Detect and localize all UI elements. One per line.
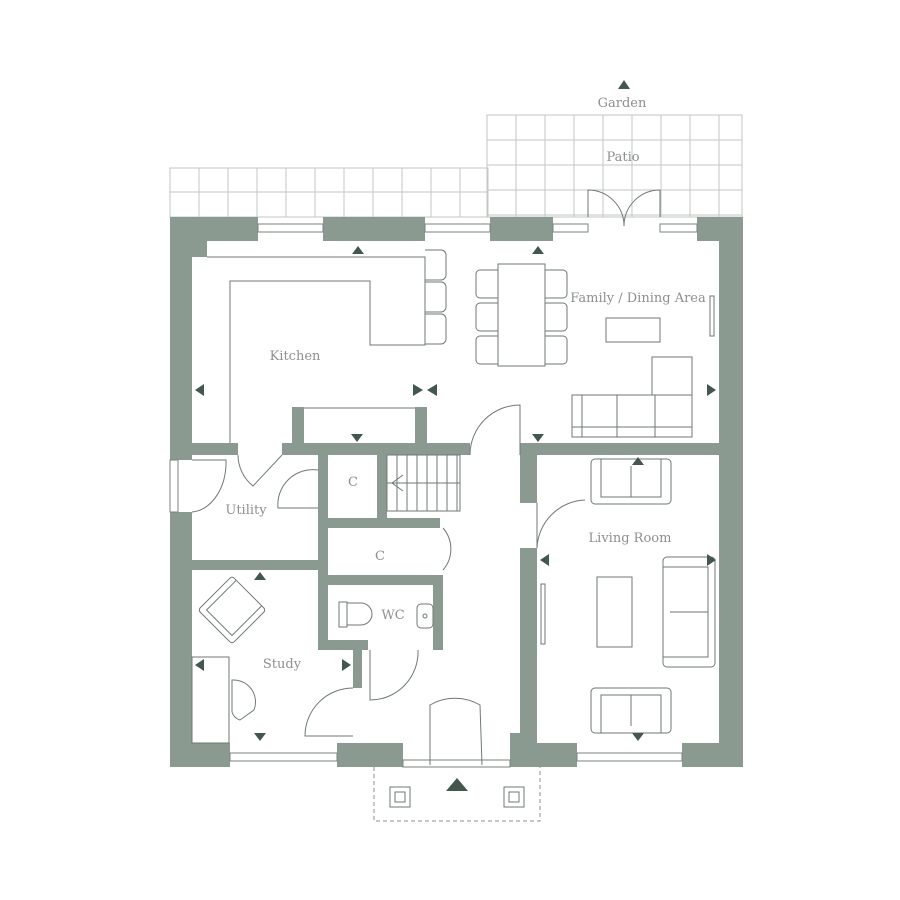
living-sofa-top	[590, 458, 672, 505]
entrance-arrow-icon	[446, 778, 468, 791]
arrow-icon	[254, 733, 266, 741]
windows	[169, 223, 698, 768]
arrow-icon	[632, 457, 644, 465]
furniture	[191, 249, 716, 744]
tv	[709, 295, 715, 337]
arrow-icon	[532, 246, 544, 254]
doors	[191, 189, 661, 766]
label-wc: WC	[381, 608, 404, 623]
coffee-table	[605, 317, 661, 343]
label-living-room: Living Room	[589, 531, 672, 546]
label-study: Study	[263, 657, 302, 672]
label-cupboard-1: C	[348, 475, 358, 490]
living-sofa-right	[662, 556, 716, 668]
double-arrow-icon	[413, 384, 437, 396]
arrow-icon	[532, 434, 544, 442]
toilet	[338, 601, 373, 628]
living-tv	[540, 583, 546, 645]
staircase	[386, 454, 461, 512]
living-coffee-table	[596, 576, 633, 648]
label-utility: Utility	[225, 503, 267, 518]
label-family-dining: Family / Dining Area	[570, 291, 706, 306]
room-labels: Garden Patio Kitchen Family / Dining Are…	[225, 96, 706, 672]
arrow-icon	[632, 733, 644, 741]
direction-arrows	[195, 80, 716, 791]
garden-arrow-icon	[618, 80, 630, 89]
arrow-icon	[195, 384, 204, 396]
corner-sofa	[571, 356, 693, 438]
kitchen-counters	[207, 256, 426, 443]
arrow-icon	[707, 554, 716, 566]
dining-table	[475, 263, 568, 367]
basin	[416, 603, 434, 629]
arrow-icon	[707, 384, 716, 396]
arrow-icon	[254, 572, 266, 580]
arrow-icon	[351, 434, 363, 442]
living-sofa-bottom	[590, 687, 672, 734]
label-garden: Garden	[598, 96, 647, 111]
label-patio: Patio	[606, 150, 639, 165]
arrow-icon	[352, 246, 364, 254]
study-desk	[191, 656, 230, 744]
study-armchair	[198, 576, 266, 644]
arrow-icon	[540, 554, 549, 566]
interior-walls	[192, 407, 719, 743]
arrow-icon	[195, 659, 204, 671]
label-cupboard-2: C	[375, 549, 385, 564]
study-chair	[231, 679, 257, 721]
patio-tiles	[169, 114, 743, 218]
arrow-icon	[342, 659, 351, 671]
porch	[373, 767, 541, 822]
bar-stools	[425, 249, 447, 345]
label-kitchen: Kitchen	[270, 349, 321, 364]
exterior-walls	[170, 217, 743, 767]
